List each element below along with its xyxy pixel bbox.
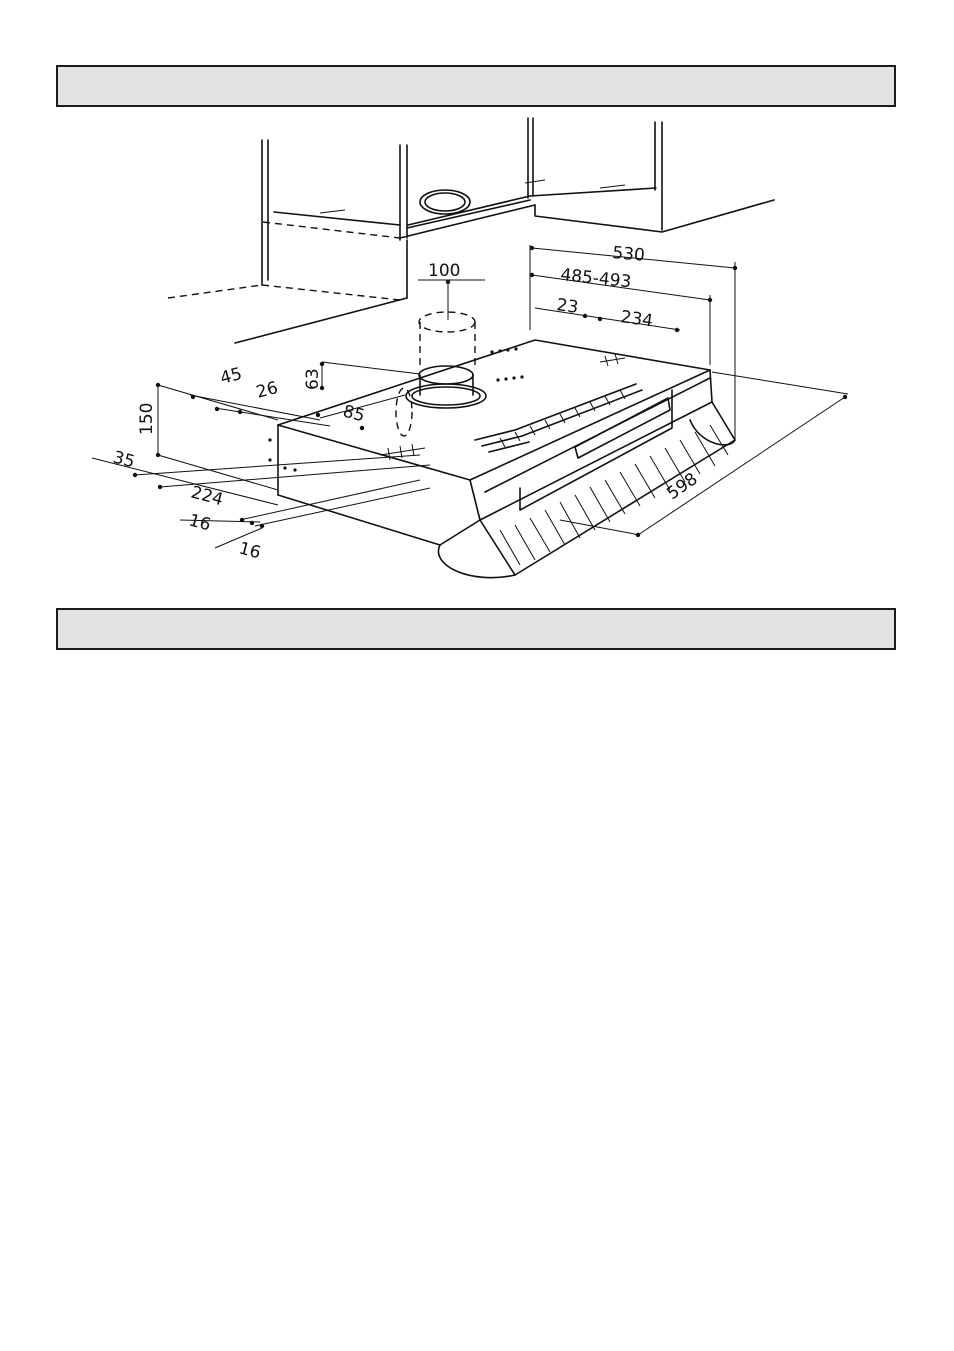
dim-label-530: 530 [612, 243, 646, 266]
dim-label-150: 150 [137, 403, 157, 435]
dim-label-100: 100 [428, 261, 460, 281]
dim-label-224: 224 [189, 483, 226, 511]
dim-label-485-493: 485-493 [559, 265, 632, 292]
dim-label-63: 63 [303, 368, 323, 390]
dim-label-85: 85 [341, 402, 367, 427]
dim-label-26: 26 [254, 378, 280, 403]
hood-installation-diagram: 530 485-493 23 234 100 63 45 26 85 150 3… [0, 0, 954, 620]
dim-label-16-lower: 16 [237, 539, 263, 564]
header-bar-bottom [56, 608, 896, 650]
dim-label-598: 598 [663, 469, 701, 504]
dim-label-23: 23 [555, 295, 579, 318]
dim-label-45: 45 [218, 364, 244, 389]
dim-label-234: 234 [619, 307, 654, 331]
wall-cabinet [262, 118, 774, 285]
duct-outlet [396, 312, 486, 436]
dim-label-16-upper: 16 [187, 511, 213, 536]
wall-outline [168, 240, 407, 343]
hood-body [268, 340, 735, 578]
